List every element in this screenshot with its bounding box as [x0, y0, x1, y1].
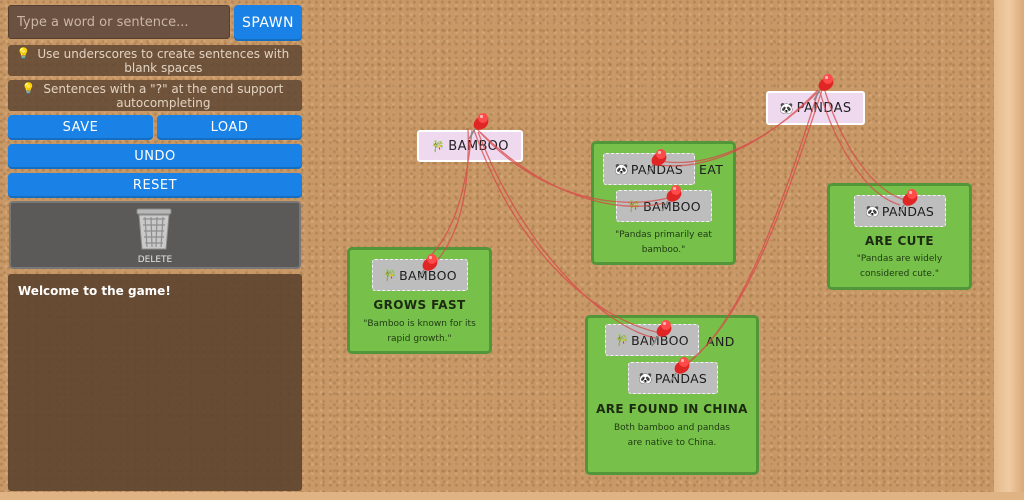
undo-button[interactable]: UNDO — [8, 144, 302, 169]
delete-label: DELETE — [137, 255, 173, 265]
card-description: "Pandas are widely considered cute." — [856, 254, 943, 279]
lightbulb-icon: 💡 — [21, 81, 36, 95]
tip-underscores: 💡 Use underscores to create sentences wi… — [8, 45, 302, 76]
board-frame-bottom — [0, 492, 1024, 500]
card-connector-word: EAT — [699, 162, 724, 177]
push-pin-icon — [659, 183, 685, 213]
slot-label: BAMBOO — [399, 267, 457, 283]
panda-icon: 🐼 — [779, 101, 794, 115]
card-connector-word: AND — [706, 334, 735, 349]
card-description: "Pandas primarily eat bamboo." — [615, 230, 712, 255]
tip-underscores-text: Use underscores to create sentences with… — [37, 46, 290, 75]
sidebar: SPAWN 💡 Use underscores to create senten… — [0, 0, 308, 500]
bamboo-icon: 🎋 — [383, 268, 398, 282]
push-pin-icon — [415, 252, 441, 282]
save-button[interactable]: SAVE — [8, 115, 153, 140]
push-pin-icon — [649, 318, 675, 348]
bamboo-icon: 🎋 — [615, 333, 630, 347]
push-pin-icon — [466, 111, 492, 141]
bamboo-icon: 🎋 — [431, 139, 446, 153]
board-frame-right — [994, 0, 1024, 500]
card-description: "Bamboo is known for its rapid growth." — [363, 319, 476, 344]
panda-icon: 🐼 — [638, 371, 653, 385]
message-log: Welcome to the game! — [8, 274, 302, 491]
word-input[interactable] — [8, 5, 230, 39]
push-pin-icon — [644, 147, 670, 177]
panda-icon: 🐼 — [614, 162, 629, 176]
push-pin-icon — [667, 355, 693, 385]
spawn-button[interactable]: SPAWN — [234, 5, 302, 41]
reset-button[interactable]: RESET — [8, 173, 302, 198]
card-title: ARE FOUND IN CHINA — [596, 402, 748, 416]
delete-drop-zone[interactable]: DELETE — [9, 201, 301, 269]
welcome-message: Welcome to the game! — [18, 284, 171, 298]
card-slot-bamboo[interactable]: 🎋 BAMBOO — [372, 259, 468, 291]
lightbulb-icon: 💡 — [16, 46, 31, 60]
card-title: ARE CUTE — [864, 234, 935, 248]
card-description: Both bamboo and pandas are native to Chi… — [614, 423, 730, 448]
tip-autocomplete-text: Sentences with a "?" at the end support … — [43, 81, 284, 110]
word-tile-label: PANDAS — [796, 100, 852, 116]
bamboo-icon: 🎋 — [627, 199, 642, 213]
slot-label: PANDAS — [881, 203, 935, 219]
tip-autocomplete: 💡 Sentences with a "?" at the end suppor… — [8, 80, 302, 111]
trash-can-icon — [136, 208, 172, 250]
panda-icon: 🐼 — [865, 204, 880, 218]
slot-label: PANDAS — [654, 370, 708, 386]
load-button[interactable]: LOAD — [157, 115, 302, 140]
push-pin-icon — [895, 187, 921, 217]
push-pin-icon — [811, 72, 837, 102]
card-title: GROWS FAST — [373, 298, 466, 312]
